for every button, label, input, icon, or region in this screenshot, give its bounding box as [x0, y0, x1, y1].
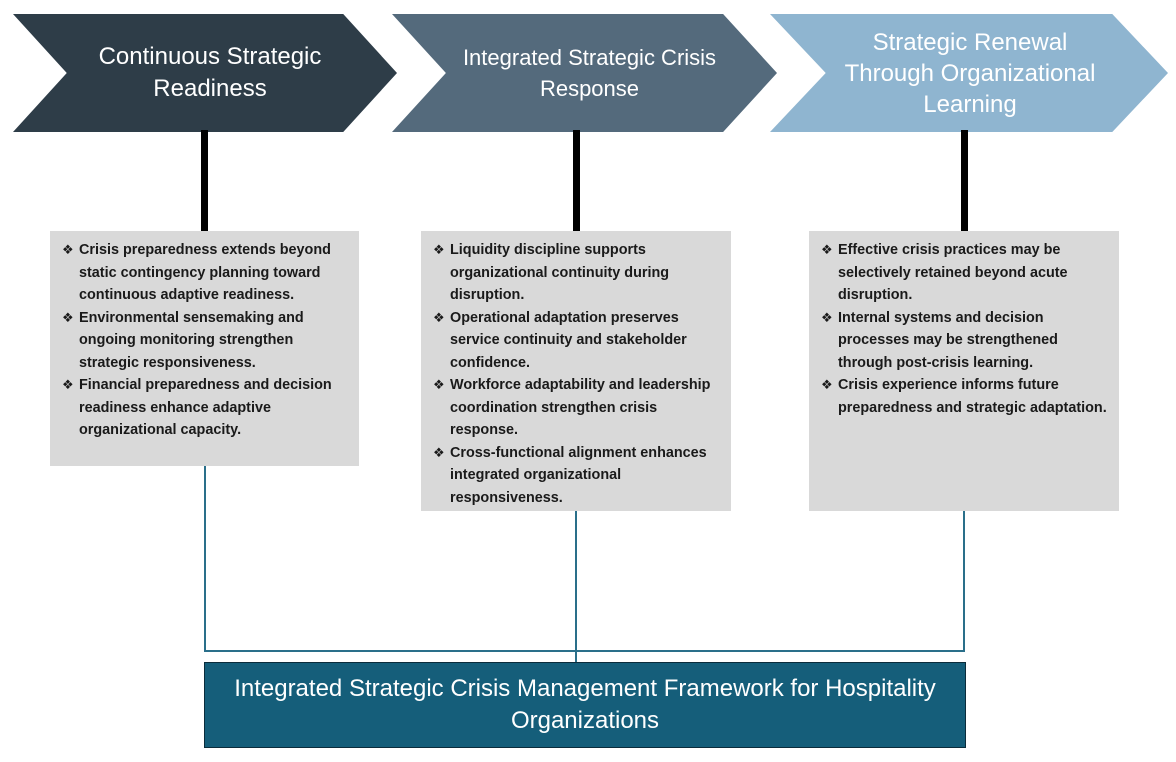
stage-2-chevron: Integrated Strategic Crisis Response — [392, 14, 777, 132]
stage-3-title: Strategic Renewal Through Organizational… — [844, 28, 1096, 118]
diamond-bullet-icon: ❖ — [821, 309, 833, 325]
card-3-down-line — [963, 511, 965, 652]
stage-3-chevron: Strategic Renewal Through Organizational… — [770, 14, 1168, 132]
bullet-item: ❖Operational adaptation preserves servic… — [433, 307, 721, 375]
diamond-bullet-icon: ❖ — [821, 242, 833, 257]
bullet-item: ❖Internal systems and decision processes… — [821, 307, 1109, 375]
diamond-bullet-icon: ❖ — [433, 242, 445, 257]
bullet-item: ❖Financial preparedness and decision rea… — [62, 374, 349, 442]
diamond-bullet-icon: ❖ — [62, 242, 74, 257]
framework-title: Integrated Strategic Crisis Management F… — [234, 675, 936, 734]
bullet-item: ❖Environmental sensemaking and ongoing m… — [62, 307, 349, 375]
bullet-item: ❖Crisis experience informs future prepar… — [821, 374, 1109, 419]
stage-1-title: Continuous Strategic Readiness — [98, 43, 322, 102]
stage-1-connector — [201, 130, 208, 232]
stage-2-connector — [573, 130, 580, 232]
framework-title-box: Integrated Strategic Crisis Management F… — [204, 662, 966, 748]
bullet-item: ❖Liquidity discipline supports organizat… — [433, 239, 721, 307]
bullet-item: ❖Effective crisis practices may be selec… — [821, 239, 1109, 307]
horizontal-connector-line — [204, 650, 965, 652]
diamond-bullet-icon: ❖ — [62, 309, 74, 325]
stage-3-connector — [961, 130, 968, 232]
stage-3-card: ❖Effective crisis practices may be selec… — [809, 231, 1119, 511]
diamond-bullet-icon: ❖ — [821, 377, 833, 392]
bullet-item: ❖Crisis preparedness extends beyond stat… — [62, 239, 349, 307]
diamond-bullet-icon: ❖ — [433, 444, 445, 460]
bullet-item: ❖Workforce adaptability and leadership c… — [433, 374, 721, 442]
diamond-bullet-icon: ❖ — [433, 377, 445, 392]
stage-2-title: Integrated Strategic Crisis Response — [462, 45, 717, 101]
card-2-down-line — [575, 511, 577, 662]
diamond-bullet-icon: ❖ — [62, 377, 74, 392]
stage-1-card: ❖Crisis preparedness extends beyond stat… — [50, 231, 359, 466]
stage-1-chevron: Continuous Strategic Readiness — [13, 14, 397, 132]
card-1-down-line — [204, 466, 206, 652]
stage-2-card: ❖Liquidity discipline supports organizat… — [421, 231, 731, 511]
diamond-bullet-icon: ❖ — [433, 309, 445, 325]
bullet-item: ❖Cross-functional alignment enhances int… — [433, 442, 721, 510]
